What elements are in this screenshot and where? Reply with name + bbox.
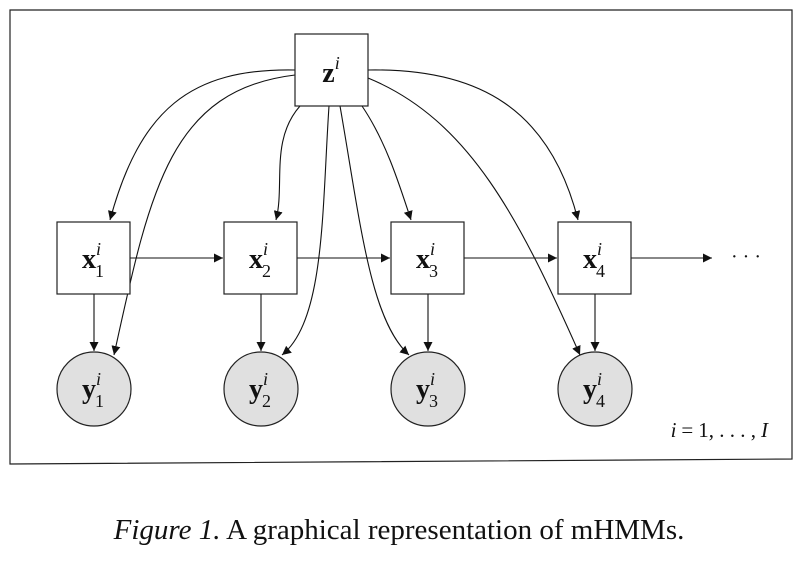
figure-caption: Figure 1. A graphical representation of … bbox=[0, 514, 798, 547]
svg-text:yi3: yi3 bbox=[416, 369, 438, 411]
edge-z-y2 bbox=[281, 105, 330, 356]
svg-text:zi: zi bbox=[322, 53, 339, 89]
edge-z-x4 bbox=[367, 69, 581, 221]
svg-text:yi4: yi4 bbox=[583, 369, 605, 411]
svg-text:xi2: xi2 bbox=[249, 239, 271, 281]
edge-z-y4 bbox=[367, 77, 581, 356]
continuation-ellipsis: · · · bbox=[731, 246, 761, 268]
caption-text: A graphical representation of mHMMs. bbox=[226, 514, 685, 546]
svg-text:xi1: xi1 bbox=[82, 239, 104, 281]
edge-z-y1 bbox=[111, 74, 296, 356]
svg-text:xi4: xi4 bbox=[583, 239, 605, 281]
plate-label: i=1, . . . ,I bbox=[671, 418, 769, 442]
plate bbox=[9, 9, 793, 465]
svg-text:yi2: yi2 bbox=[249, 369, 271, 411]
edge-z-y3 bbox=[339, 105, 410, 356]
edge-z-x3 bbox=[361, 105, 413, 221]
figure-label: Figure 1. bbox=[113, 514, 221, 546]
edge-z-x1 bbox=[108, 69, 296, 221]
svg-text:yi1: yi1 bbox=[82, 369, 104, 411]
latent-node-z: zi bbox=[294, 33, 369, 107]
edge-z-x2 bbox=[273, 105, 301, 221]
svg-text:xi3: xi3 bbox=[416, 239, 438, 281]
